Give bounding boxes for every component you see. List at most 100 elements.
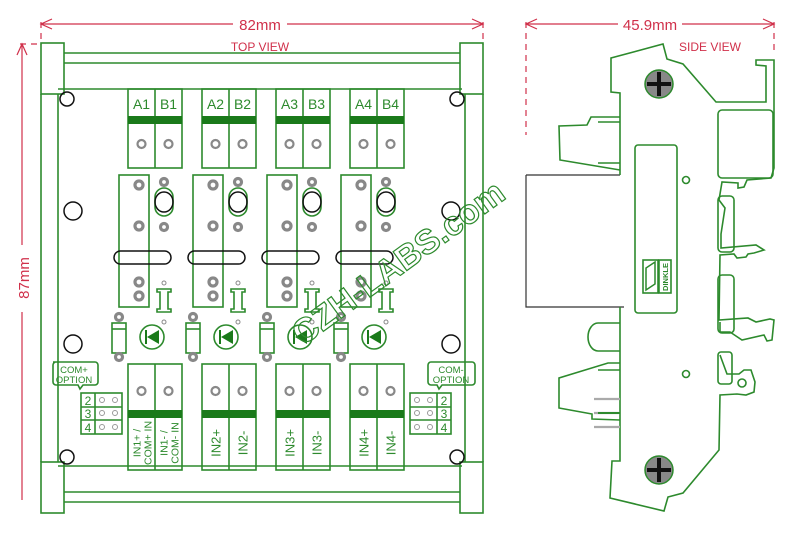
screw-hole — [237, 385, 248, 397]
brand-mark-text: DINKLE — [661, 263, 670, 291]
screw-hole — [311, 138, 322, 150]
end-cap-bottom-right — [459, 461, 484, 514]
bottom-terminal-label: IN3+ — [283, 429, 298, 457]
screw-hole — [358, 385, 369, 397]
bottom-terminal-block[interactable]: IN1+ /COM+ IN IN1- /COM- IN — [127, 363, 183, 471]
bottom-terminal-label: COM- IN — [170, 422, 182, 463]
mount-hole — [63, 201, 83, 221]
bottom-terminal-label: IN4+ — [357, 429, 372, 457]
bottom-terminal-block[interactable]: IN4+ IN4- — [349, 363, 405, 471]
mount-hole — [59, 91, 75, 107]
jumper-com-plus[interactable]: COM+ OPTION 2 3 4 — [52, 361, 123, 435]
mount-hole — [63, 334, 83, 354]
screw-hole — [385, 385, 396, 397]
dinkle-logo: DINKLE — [642, 259, 672, 294]
mount-hole — [441, 334, 461, 354]
relay-channels — [111, 174, 396, 363]
screw-hole — [163, 385, 174, 397]
jumper-right-pin: 2 — [441, 394, 448, 408]
screw-hole — [163, 138, 174, 150]
screw-hole — [136, 138, 147, 150]
terminal-bar — [202, 116, 256, 124]
jumper-right-pin: 4 — [441, 421, 448, 435]
screw-hole — [136, 385, 147, 397]
top-terminal-label: B4 — [382, 96, 399, 112]
relay — [118, 174, 150, 308]
screw-hole — [358, 138, 369, 150]
terminal-bar — [350, 116, 404, 124]
bottom-terminal-block[interactable]: IN3+ IN3- — [275, 363, 331, 471]
jumper-com-minus[interactable]: COM- OPTION 2 3 4 — [409, 361, 476, 435]
end-cap-top-right — [459, 42, 484, 95]
top-terminal-block[interactable]: A2 B2 — [201, 88, 257, 169]
bottom-terminal-label: COM+ IN — [143, 421, 155, 465]
mount-hole — [449, 449, 465, 465]
terminal-bar — [202, 410, 256, 418]
bottom-terminal-label: IN2- — [236, 431, 251, 456]
screw-hole — [210, 385, 221, 397]
jumper-left-pin: 4 — [85, 421, 92, 435]
dimension-side-width: 45.9mm — [524, 17, 776, 135]
dimension-width: 82mm — [39, 17, 485, 45]
screw-top-icon — [644, 69, 674, 99]
top-terminal-label: B3 — [308, 96, 325, 112]
terminal-bar — [128, 410, 182, 418]
bottom-terminal-label: IN1+ / — [132, 429, 144, 457]
bottom-terminal-block[interactable]: IN2+IN2- — [201, 363, 257, 471]
watermark: CZH-LABS.com — [285, 173, 512, 353]
relay-slot — [187, 250, 246, 265]
terminal-bar — [276, 410, 330, 418]
screw-hole — [385, 138, 396, 150]
screw-hole — [311, 385, 322, 397]
jumper-left-pin: 2 — [85, 394, 92, 408]
jumper-left-label-line1: COM+ — [60, 365, 88, 376]
relay-slot — [335, 250, 394, 265]
jumper-right-label-line2: OPTION — [433, 375, 470, 386]
relay-slot — [113, 250, 172, 265]
mount-hole — [59, 449, 75, 465]
relay — [266, 174, 298, 308]
end-cap-top-left — [40, 42, 65, 95]
top-terminal-label: A2 — [207, 96, 224, 112]
side-width-dimension-label: 45.9mm — [623, 17, 677, 34]
relay — [192, 174, 224, 308]
bottom-terminal-label: IN1- / — [159, 430, 171, 456]
relay-slot — [261, 250, 320, 265]
led-indicator — [213, 324, 239, 350]
terminal-bar — [276, 116, 330, 124]
top-terminal-label: B2 — [234, 96, 251, 112]
bottom-terminal-label: IN3- — [310, 431, 325, 456]
led-indicator — [139, 324, 165, 350]
relay-panel — [634, 144, 678, 314]
top-terminal-label: A4 — [355, 96, 372, 112]
screw-hole — [237, 138, 248, 150]
screw-hole — [284, 385, 295, 397]
relay-channel — [333, 174, 396, 363]
led-indicator — [287, 324, 313, 350]
jumper-left-pin: 3 — [85, 407, 92, 421]
side-view-module: DINKLE — [525, 43, 775, 512]
top-terminal-label: B1 — [160, 96, 177, 112]
top-terminal-block[interactable]: A4 B4 — [349, 88, 405, 169]
relay-channel — [259, 174, 322, 363]
mount-hole — [449, 91, 465, 107]
width-dimension-label: 82mm — [239, 17, 281, 34]
terminal-bar — [128, 116, 182, 124]
bottom-terminal-label: IN4- — [384, 431, 399, 456]
top-view-label: TOP VIEW — [231, 40, 290, 54]
mount-hole — [441, 201, 461, 221]
relay-channel — [185, 174, 248, 363]
jumper-right-label-line1: COM- — [438, 365, 463, 376]
jumper-left-label-line2: OPTION — [56, 375, 93, 386]
screw-bottom-icon — [644, 455, 674, 485]
screw-hole — [284, 138, 295, 150]
side-view-label: SIDE VIEW — [679, 40, 742, 54]
end-cap-bottom-left — [40, 461, 65, 514]
terminal-bar — [350, 410, 404, 418]
height-dimension-label: 87mm — [16, 257, 33, 299]
